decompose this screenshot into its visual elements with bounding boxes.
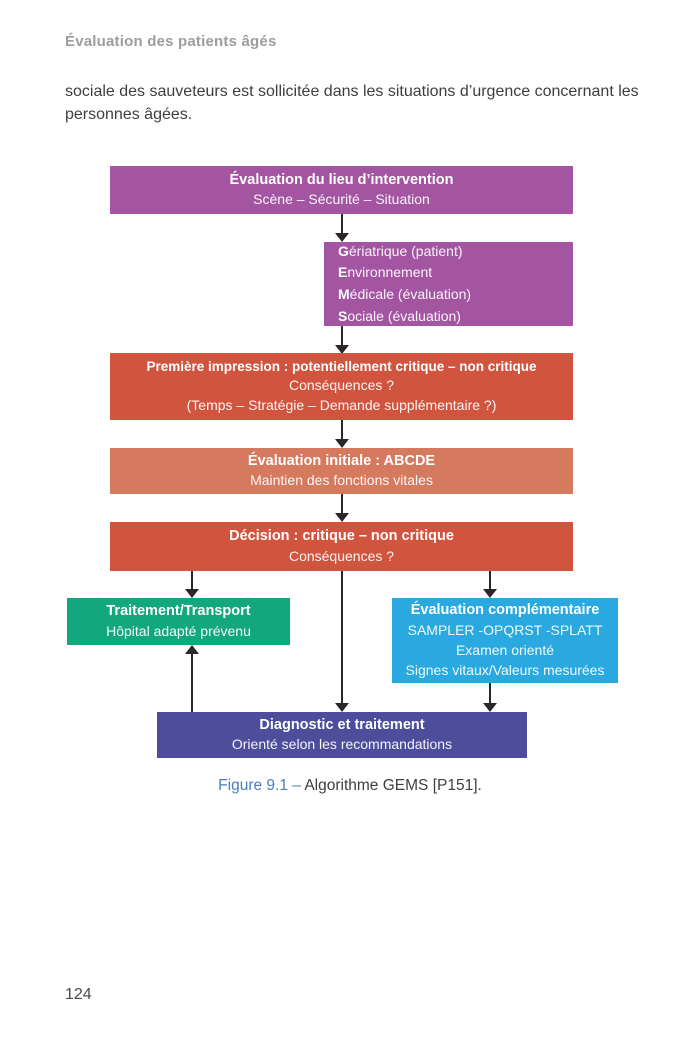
gems-line-medicale: Médicale (évaluation) (338, 284, 471, 306)
arrow-line (191, 653, 193, 712)
figure-caption-text: Algorithme GEMS [P151]. (304, 777, 482, 794)
arrow-head-icon (483, 589, 497, 598)
arrow-line (341, 494, 343, 513)
node-lieu-intervention: Évaluation du lieu d’intervention Scène … (110, 166, 573, 214)
node-line: Conséquences ? (288, 377, 395, 394)
arrow-head-icon (483, 703, 497, 712)
gems-line-environnement: Environnement (338, 262, 432, 284)
gems-rest: nvironnement (347, 264, 433, 281)
arrow-line (341, 326, 343, 345)
node-title: Première impression : potentiellement cr… (146, 359, 537, 375)
arrow-head-icon (335, 345, 349, 354)
node-evaluation-complementaire: Évaluation complémentaire SAMPLER -OPQRS… (392, 598, 618, 683)
arrow-head-icon (185, 645, 199, 654)
node-evaluation-initiale: Évaluation initiale : ABCDE Maintien des… (110, 448, 573, 494)
arrow-line (489, 683, 491, 704)
arrow-head-icon (335, 233, 349, 242)
node-decision: Décision : critique – non critique Consé… (110, 522, 573, 571)
arrow-line (341, 214, 343, 234)
gems-line-geriatrique: Gériatrique (patient) (338, 241, 463, 263)
node-subtitle: Orienté selon les recommandations (231, 736, 453, 753)
arrow-line (341, 571, 343, 704)
node-title: Évaluation complémentaire (410, 602, 600, 619)
node-line: (Temps – Stratégie – Demande supplémenta… (186, 397, 497, 414)
arrow-head-icon (335, 439, 349, 448)
node-line: Examen orienté (455, 641, 555, 658)
gems-initial: S (338, 307, 348, 324)
node-title: Décision : critique – non critique (229, 528, 454, 545)
gems-initial: M (338, 286, 350, 302)
node-line: Signes vitaux/Valeurs mesurées (405, 661, 605, 678)
figure-caption: Figure 9.1 – Algorithme GEMS [P151]. (0, 777, 700, 795)
figure-caption-label: Figure 9.1 – (218, 777, 305, 794)
gems-rest: ociale (évaluation) (347, 307, 461, 324)
node-diagnostic-traitement: Diagnostic et traitement Orienté selon l… (157, 712, 527, 758)
gems-rest: édicale (évaluation) (349, 286, 472, 302)
node-title: Diagnostic et traitement (259, 716, 425, 733)
arrow-line (191, 571, 193, 590)
node-title: Traitement/Transport (106, 603, 251, 620)
node-subtitle: Hôpital adapté prévenu (106, 622, 251, 639)
arrow-head-icon (335, 513, 349, 522)
arrow-head-icon (335, 703, 349, 712)
arrow-line (341, 420, 343, 439)
body-paragraph: sociale des sauveteurs est sollicitée da… (65, 83, 639, 124)
arrow-head-icon (185, 589, 199, 598)
node-traitement-transport: Traitement/Transport Hôpital adapté prév… (67, 598, 290, 645)
gems-line-sociale: Sociale (évaluation) (338, 306, 461, 328)
node-gems: Gériatrique (patient) Environnement Médi… (324, 242, 573, 326)
running-header: Évaluation des patients âgés (65, 33, 277, 50)
node-title: Évaluation du lieu d’intervention (229, 171, 454, 188)
gems-rest: ériatrique (patient) (348, 242, 463, 259)
node-premiere-impression: Première impression : potentiellement cr… (110, 353, 573, 420)
node-subtitle: Conséquences ? (288, 547, 395, 564)
node-subtitle: Scène – Sécurité – Situation (253, 191, 430, 208)
node-title: Évaluation initiale : ABCDE (247, 452, 436, 469)
page-number: 124 (65, 986, 92, 1003)
gems-initial: G (338, 242, 349, 259)
node-line: SAMPLER -OPQRST -SPLATT (407, 621, 603, 638)
gems-initial: E (338, 264, 348, 281)
node-subtitle: Maintien des fonctions vitales (250, 472, 433, 489)
arrow-line (489, 571, 491, 590)
